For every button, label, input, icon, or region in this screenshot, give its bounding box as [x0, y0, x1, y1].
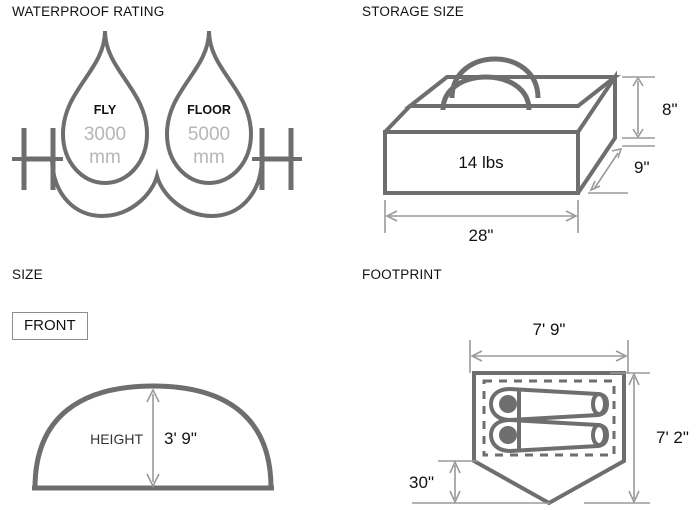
dimension-width	[384, 200, 579, 233]
waterproof-graphic: FLY 3000 mm FLOOR 5000 mm	[12, 30, 302, 219]
panel-title-waterproof: WATERPROOF RATING	[12, 4, 165, 19]
front-view-badge[interactable]: FRONT	[12, 312, 88, 340]
storage-height-value: 8"	[662, 100, 678, 119]
vestibule-dim-value: 30"	[409, 473, 434, 492]
handle-arc-outer	[449, 56, 541, 99]
dimension-footprint-length	[584, 372, 650, 504]
dimension-footprint-width	[469, 340, 629, 373]
storage-depth-value: 9"	[634, 158, 650, 177]
droplet-floor	[164, 30, 254, 186]
panel-title-size: SIZE	[12, 267, 43, 282]
panel-title-footprint: FOOTPRINT	[362, 267, 442, 282]
droplet-floor-unit: mm	[193, 147, 225, 168]
storage-width-value: 28"	[469, 226, 494, 245]
panel-title-storage: STORAGE SIZE	[362, 4, 464, 19]
sleeping-bag-top-hood	[499, 395, 517, 413]
dimension-depth	[588, 145, 655, 194]
dimension-vestibule	[412, 460, 550, 504]
tent-dome-outline	[32, 383, 274, 489]
droplet-floor-label: FLOOR	[187, 103, 231, 117]
sleeping-bag-bottom-hood	[499, 426, 517, 444]
storage-graphic: 14 lbs 8" 9"	[383, 56, 678, 245]
storage-weight-label: 14 lbs	[458, 153, 503, 172]
footprint-graphic: 7' 9"	[409, 320, 689, 506]
tent-height-value: 3' 9"	[164, 429, 197, 448]
panel-footprint: FOOTPRINT 7' 9"	[350, 255, 700, 510]
droplet-fly	[60, 30, 150, 186]
bag-right-face	[576, 70, 617, 195]
droplet-fly-label: FLY	[94, 103, 117, 117]
bag-left-edge	[383, 104, 412, 134]
sleeping-bag-bottom	[488, 417, 610, 454]
size-graphic: HEIGHT 3' 9"	[32, 383, 274, 491]
panel-size: SIZE FRONT HEIGHT 3' 9"	[0, 255, 350, 510]
panel-storage-size: STORAGE SIZE 14 lbs 8"	[350, 0, 700, 255]
dimension-tent-height	[146, 388, 160, 488]
sleeping-bag-top	[488, 386, 610, 423]
droplet-fly-unit: mm	[89, 147, 121, 168]
droplet-floor-value: 5000	[188, 124, 230, 145]
panel-waterproof-rating: WATERPROOF RATING FLY 3000	[0, 0, 350, 255]
footprint-width-value: 7' 9"	[533, 320, 566, 339]
droplet-fly-value: 3000	[84, 124, 126, 145]
drop-underline	[50, 158, 264, 219]
footprint-length-value: 7' 2"	[656, 428, 689, 447]
dimension-height	[622, 76, 655, 139]
tent-height-label: HEIGHT	[90, 431, 143, 447]
